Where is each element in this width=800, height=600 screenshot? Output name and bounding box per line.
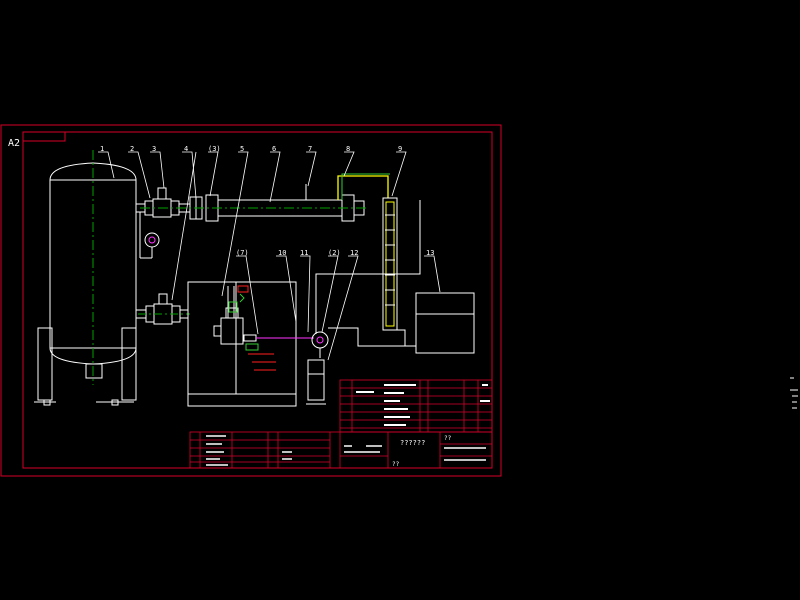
callout-10: 10: [278, 249, 286, 257]
outer-border: [0, 124, 502, 477]
company-mark: ??: [392, 461, 400, 468]
rotameter-scale: [385, 214, 395, 306]
rotameter: [382, 197, 398, 331]
callout-2-paren: (2): [328, 249, 341, 257]
drawing-name: ??????: [400, 439, 425, 447]
callout-labels: 1 2 3 4 (3) 5 6 7 8 9 (7) 10 11 (2) 12 1…: [100, 145, 434, 257]
pressure-vessel: [34, 162, 137, 406]
callout-11: 11: [300, 249, 308, 257]
receiving-tank: [328, 292, 475, 354]
parts-list-text-marks: [356, 384, 490, 426]
callout-1: 1: [100, 145, 104, 153]
sheet-size-label: A2: [8, 138, 20, 149]
top-left-tag-box: [22, 131, 66, 142]
upper-pipe-assembly: [136, 187, 365, 222]
leader-lines: [98, 151, 441, 361]
callout-13: 13: [426, 249, 434, 257]
title-block-text-marks: [206, 435, 486, 466]
sheet-mark: ??: [444, 435, 452, 442]
return-line: [315, 200, 421, 334]
callout-5: 5: [240, 145, 244, 153]
callout-7-paren: (7): [236, 249, 249, 257]
pump-details: [228, 285, 314, 371]
callout-12: 12: [350, 249, 358, 257]
lower-valve-assembly: [136, 293, 188, 325]
callout-8: 8: [346, 145, 350, 153]
yellow-tubing: [337, 175, 389, 200]
outlet-pressure-gauge: [311, 331, 329, 358]
flow-stand: [306, 359, 326, 405]
callout-4: 4: [184, 145, 188, 153]
callout-6: 6: [272, 145, 276, 153]
sheet-frame: [0, 124, 502, 477]
upper-pressure-gauge: [139, 212, 160, 259]
parts-list: [339, 379, 493, 433]
stray-marks: [790, 377, 798, 409]
green-tubing: [341, 173, 390, 200]
test-cabinet: [187, 281, 297, 407]
callout-2: 2: [130, 145, 134, 153]
callout-9: 9: [398, 145, 402, 153]
pump-assembly: [213, 286, 257, 345]
callout-3-paren: (3): [208, 145, 221, 153]
title-block: [189, 431, 493, 469]
callout-7: 7: [308, 145, 312, 153]
callout-3: 3: [152, 145, 156, 153]
